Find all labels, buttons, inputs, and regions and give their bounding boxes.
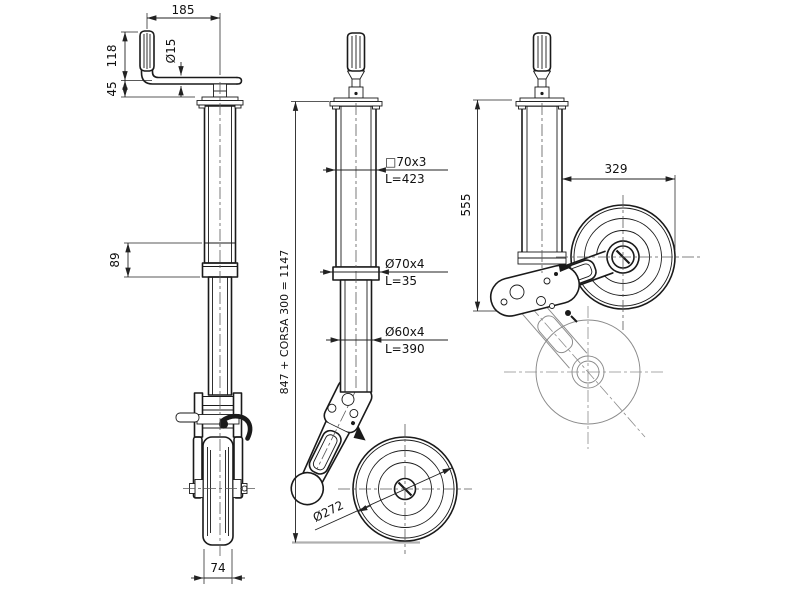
crank-rod	[140, 69, 238, 85]
dimensions-side-lowered: 847 + CORSA 300 = 1147 □70x3 L=423 Ø70x4…	[278, 101, 453, 543]
dim-reach: 329	[605, 162, 628, 176]
label-inner-tube-size: Ø60x4	[385, 325, 424, 339]
handle-grip-raised	[532, 32, 552, 99]
dim-hub-height: 45	[105, 81, 119, 96]
view-front-wheel-down	[139, 30, 255, 558]
label-inner-tube-length: L=390	[385, 342, 425, 356]
dim-wheel-width: 74	[210, 561, 225, 575]
lock-handle	[219, 414, 253, 441]
crank-handle	[139, 30, 243, 98]
phantom-wheel-lowered	[504, 290, 666, 449]
label-collar-length: L=35	[385, 274, 417, 288]
handle-grip-side	[346, 32, 366, 99]
mounting-plate	[489, 261, 580, 323]
label-outer-tube-size: □70x3	[385, 155, 426, 169]
dim-rod-diameter: Ø15	[164, 39, 178, 64]
label-collar-size: Ø70x4	[385, 257, 424, 271]
dimensions-front: 185 118 45 Ø15 89 74	[105, 3, 245, 584]
clamp-lever	[175, 412, 200, 423]
dim-grip-height: 118	[105, 45, 119, 68]
dimensions-side-raised: 555 329	[459, 99, 676, 312]
view-side-wheel-down	[290, 32, 472, 554]
swivel-fork-lowered	[290, 378, 373, 506]
dim-tube-overlap: 89	[108, 252, 122, 267]
dim-folded-height: 555	[459, 194, 473, 217]
dim-crank-arm: 185	[172, 3, 195, 17]
label-outer-tube-length: L=423	[385, 172, 425, 186]
latch-pointer	[353, 425, 366, 441]
dim-total-extension: 847 + CORSA 300 = 1147	[278, 250, 291, 395]
